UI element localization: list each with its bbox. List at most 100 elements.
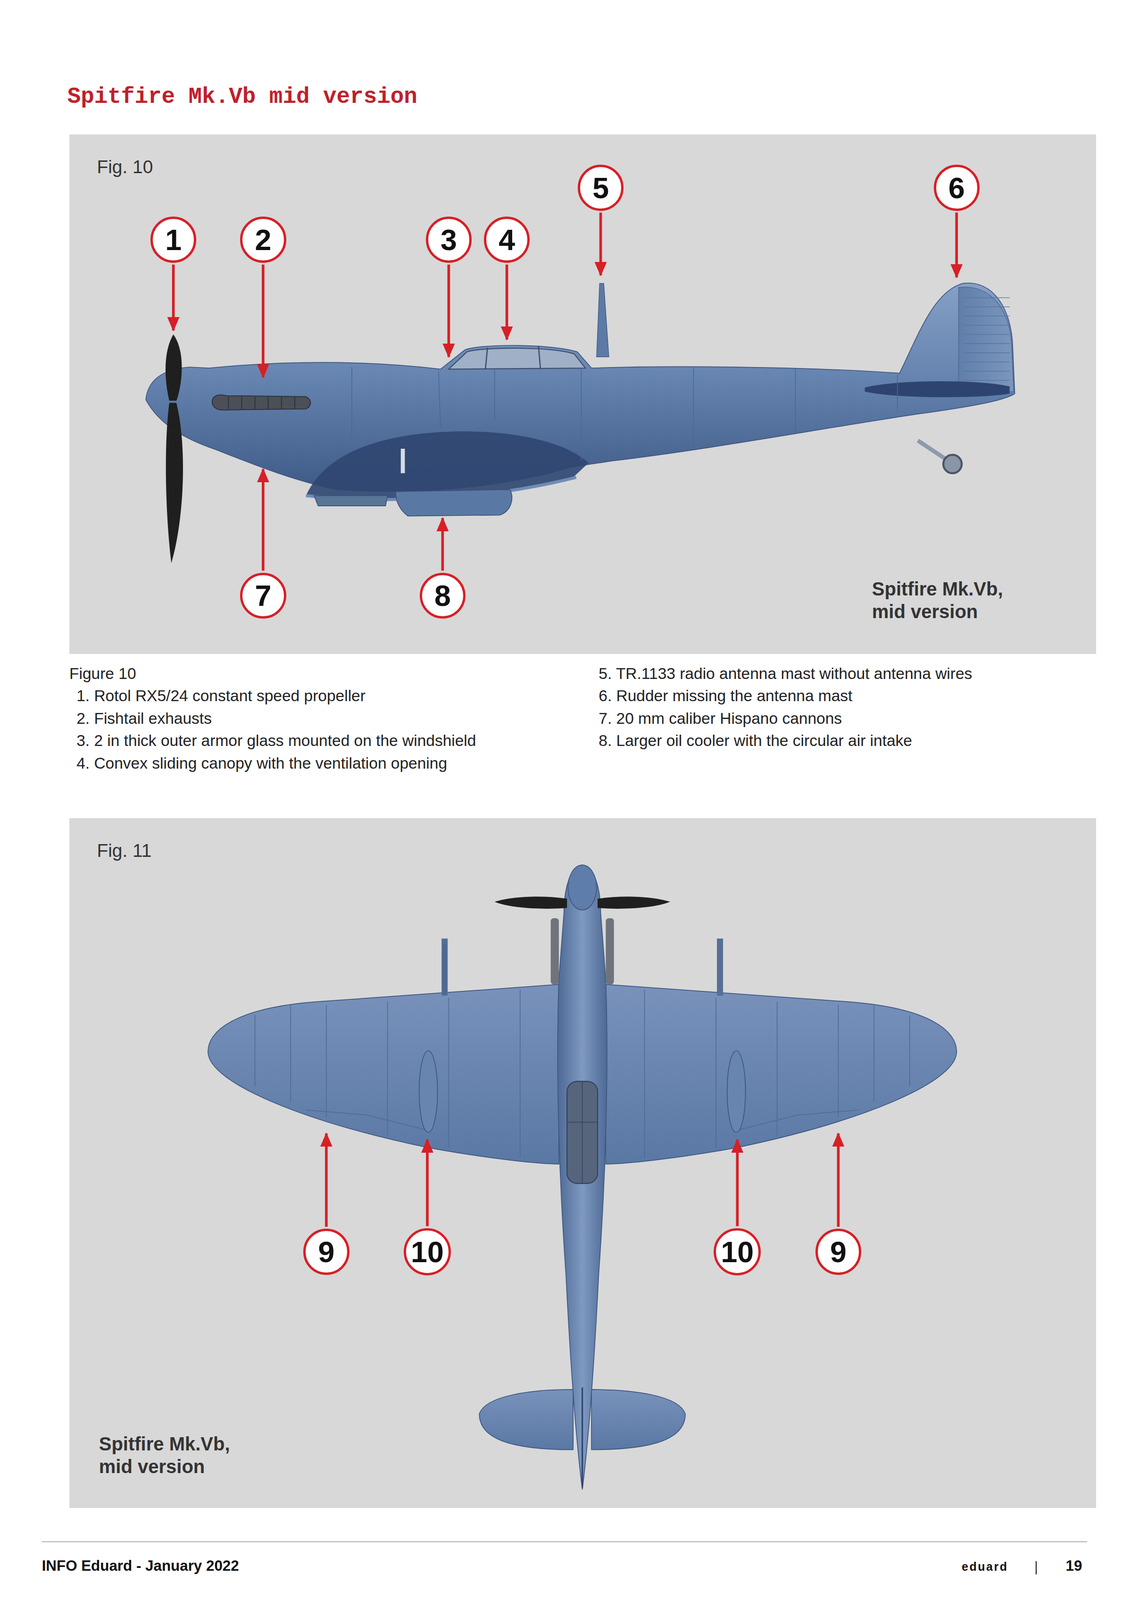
radiator [395, 489, 512, 516]
propeller-blade [165, 334, 182, 401]
rudder-rib [963, 370, 1010, 372]
exhaust-stub [254, 396, 256, 409]
canopy-frame [485, 345, 541, 370]
exhaust-stub [294, 396, 296, 409]
callout-number: 8 [434, 580, 451, 611]
exhaust-stub [227, 396, 229, 409]
callout-circle: 8 [419, 572, 466, 619]
leader-arrow [425, 1139, 429, 1226]
callout-number: 2 [254, 224, 272, 255]
footer-text: INFO Eduard - January 2022 [41, 1556, 240, 1575]
cannon-barrel [716, 938, 724, 996]
rudder-rib [963, 352, 1010, 354]
canopy [448, 348, 586, 369]
antenna-mast [596, 283, 609, 358]
tailplane [479, 1388, 574, 1450]
caption-item: 3. 2 in thick outer armor glass mounted … [76, 731, 476, 750]
cannon-fairing [727, 1050, 746, 1132]
illustration [69, 134, 1097, 654]
view-caption: Spitfire Mk.Vb, mid version [99, 1431, 252, 1478]
leader-arrow [599, 212, 603, 276]
cockpit [566, 1081, 598, 1183]
leader-arrow [447, 264, 451, 358]
callout-number: 9 [830, 1236, 847, 1267]
callout-circle: 4 [483, 216, 530, 263]
leader-arrow [505, 264, 509, 340]
callout-number: 1 [165, 224, 182, 255]
view-caption: Spitfire Mk.Vb, mid version [872, 577, 1025, 623]
page-title: Spitfire Mk.Vb mid version [67, 83, 418, 111]
illustration [69, 817, 1097, 1508]
rudder-rib [963, 361, 1010, 363]
callout-circle: 2 [240, 216, 286, 263]
panel-lines [351, 366, 898, 461]
wing-root [306, 431, 589, 500]
caption-item: 1. Rotol RX5/24 constant speed propeller [76, 686, 366, 706]
rudder-line [581, 1387, 583, 1488]
spinner [567, 864, 597, 910]
exhaust-stacks [212, 394, 311, 410]
leader-arrow [261, 264, 265, 378]
rudder [958, 287, 1015, 394]
spitfire-side-view [145, 282, 1015, 563]
leader-arrow [261, 469, 265, 571]
leader-arrow [736, 1139, 740, 1226]
cannon-barrel [441, 938, 448, 996]
rudder-rib [963, 306, 1010, 308]
callout-circle: 3 [425, 216, 472, 263]
exhaust-stacks [550, 917, 559, 985]
exhaust-stub [267, 396, 269, 409]
caption-item: 5. TR.1133 radio antenna mast without an… [598, 664, 973, 683]
gear-leg [400, 448, 406, 474]
callout-circle: 10 [713, 1227, 761, 1275]
callout-number: 4 [498, 224, 516, 255]
figure-caption: Figure 10 [69, 664, 137, 683]
callout-circle: 5 [577, 164, 624, 211]
rudder-rib [963, 316, 1010, 317]
footer-rule [41, 1540, 1088, 1542]
exhaust-stub [281, 396, 283, 409]
tailplane [864, 381, 1010, 398]
leader-arrow [837, 1132, 840, 1227]
callout-number: 3 [440, 224, 458, 255]
callout-circle: 7 [240, 572, 286, 619]
wing-panel-lines [255, 989, 521, 1158]
rudder-rib [963, 324, 1010, 326]
figure-panel: Fig. 10 Spitfire Mk.Vb, mid version 1 2 3 4 5 6… [69, 134, 1097, 654]
rudder-rib [963, 297, 1010, 299]
caption-item: 6. Rudder missing the antenna mast [598, 686, 853, 706]
rudder-rib [963, 380, 1010, 381]
leader-arrow [172, 264, 175, 331]
leader-arrow [955, 212, 958, 278]
leader-arrow [324, 1132, 328, 1227]
tailwheel [943, 454, 962, 474]
figure-label: Fig. 10 [96, 156, 153, 179]
caption-item: 2. Fishtail exhausts [76, 708, 212, 728]
figure-panel: Fig. 11 Spitfire Mk.Vb, mid version 9 10 10 9 [69, 817, 1097, 1508]
callout-circle: 1 [150, 216, 197, 263]
caption-item: 7. 20 mm caliber Hispano cannons [598, 708, 842, 728]
rudder-rib [963, 334, 1010, 335]
callout-number: 5 [592, 173, 609, 203]
callout-number: 9 [317, 1236, 335, 1267]
exhaust-stub [241, 396, 243, 409]
leader-arrow [441, 517, 445, 571]
caption-item: 4. Convex sliding canopy with the ventil… [76, 753, 448, 773]
brand-name: eduard [961, 1559, 1008, 1574]
callout-circle: 6 [933, 164, 980, 211]
tailwheel-leg [917, 440, 949, 461]
wing-mast [442, 943, 447, 995]
page-number: 19 [1065, 1556, 1083, 1575]
spitfire-top-view [207, 864, 957, 1489]
callout-circle: 9 [815, 1228, 862, 1274]
figure-label: Fig. 11 [96, 839, 152, 862]
propeller-blade [166, 402, 183, 563]
callout-number: 10 [410, 1236, 444, 1267]
cannon-fairing [419, 1050, 438, 1132]
callout-number: 10 [720, 1236, 754, 1267]
wing-panel-lines [644, 989, 910, 1158]
rudder-rib [963, 343, 1010, 344]
propeller-blade [597, 896, 671, 909]
callout-number: 7 [254, 580, 272, 611]
